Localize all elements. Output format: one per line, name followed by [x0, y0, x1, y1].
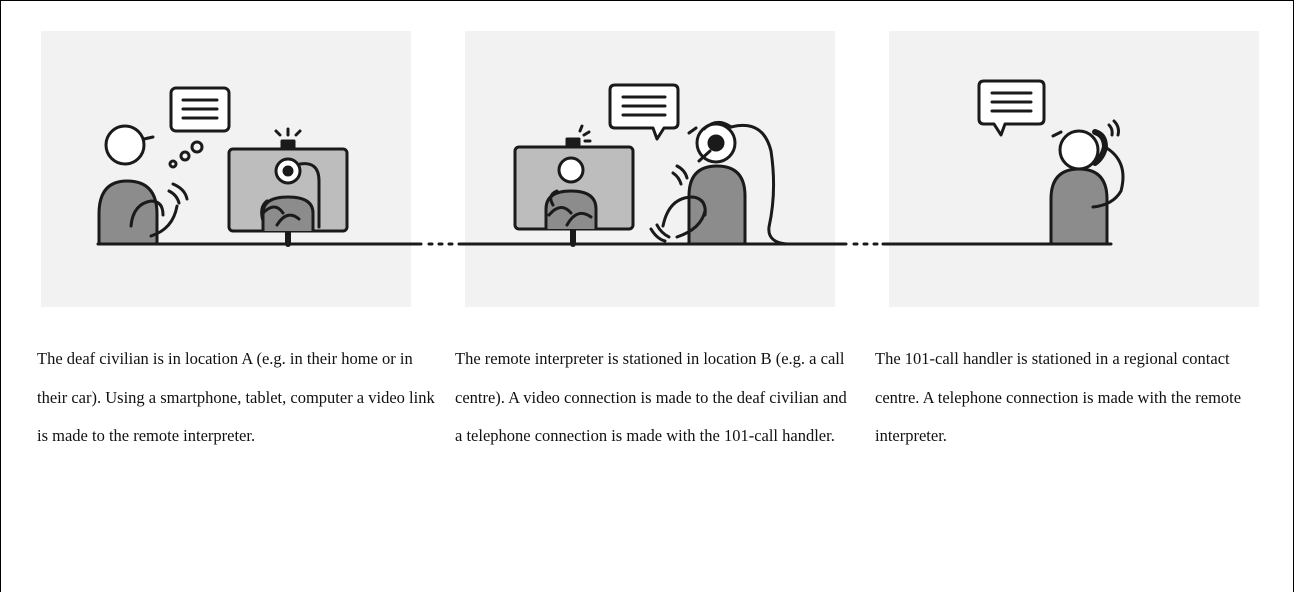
- deaf-civilian-caption: The deaf civilian is in location A (e.g.…: [37, 349, 435, 445]
- deaf-civilian-figure: [97, 124, 189, 246]
- location-a-panel: [41, 31, 411, 307]
- thought-bubble-icon: [168, 140, 204, 169]
- video-screen-icon: [513, 124, 635, 247]
- remote-interpreter-figure: [649, 121, 793, 246]
- call-handler-caption: The 101-call handler is stationed in a r…: [875, 349, 1242, 445]
- camera-icon: [274, 127, 302, 151]
- headset-icon: [697, 121, 793, 246]
- camera-icon: [565, 124, 592, 149]
- video-screen-icon: [227, 127, 349, 247]
- speech-bubble-icon: [608, 83, 680, 141]
- speech-bubble-icon: [977, 79, 1046, 137]
- remote-interpreter-caption: The remote interpreter is stationed in l…: [455, 349, 847, 445]
- signing-hands-icon: [649, 164, 707, 243]
- telephone-handset-icon: [1091, 119, 1125, 209]
- call-handler-figure: [1049, 119, 1125, 246]
- signing-hands-icon: [129, 182, 189, 238]
- speech-bubble-icon: [169, 86, 231, 133]
